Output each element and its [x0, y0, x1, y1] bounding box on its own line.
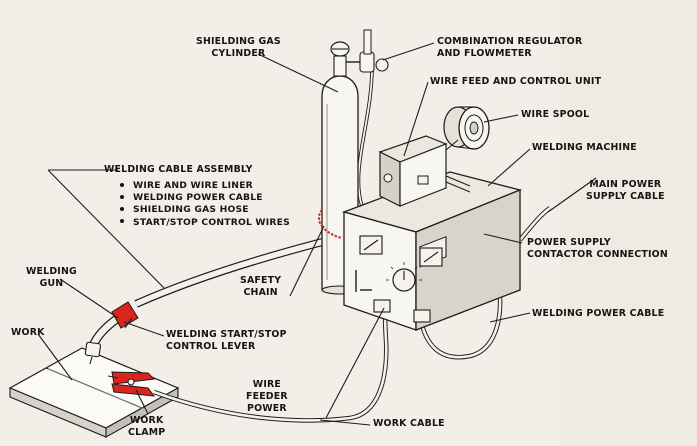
label-welding-machine: WELDING MACHINE: [532, 142, 637, 153]
cable-assembly-item: SHIELDING GAS HOSE: [120, 204, 290, 216]
label-main-power-supply-cable: MAIN POWER SUPPLY CABLE: [586, 179, 665, 202]
wire-feed-unit: [378, 135, 471, 207]
wire-spool: [443, 106, 490, 151]
label-safety-chain: SAFETY CHAIN: [240, 275, 282, 298]
leader-lines: [37, 42, 597, 426]
work-plates: [8, 347, 180, 438]
welding-machine: [341, 171, 523, 331]
label-shielding-gas-cylinder: SHIELDING GAS CYLINDER: [196, 36, 281, 59]
label-work-clamp: WORK CLAMP: [128, 415, 166, 438]
label-work: WORK: [11, 327, 45, 338]
label-welding-start-stop-lever: WELDING START/STOP CONTROL LEVER: [166, 329, 287, 352]
label-combination-regulator: COMBINATION REGULATOR AND FLOWMETER: [437, 36, 583, 59]
label-wire-spool: WIRE SPOOL: [521, 109, 590, 120]
label-power-supply-contactor: POWER SUPPLY CONTACTOR CONNECTION: [527, 237, 668, 260]
regulator-flowmeter: [346, 29, 389, 73]
cable-assembly-list: WIRE AND WIRE LINER WELDING POWER CABLE …: [120, 180, 290, 229]
label-welding-gun: WELDING GUN: [26, 266, 77, 289]
label-welding-power-cable: WELDING POWER CABLE: [532, 308, 665, 319]
work-clamp: [107, 371, 156, 397]
cable-assembly-item: WELDING POWER CABLE: [120, 192, 290, 204]
cable-assembly-item: START/STOP CONTROL WIRES: [120, 217, 290, 229]
label-wire-feeder-power: WIRE FEEDER POWER: [246, 379, 288, 414]
cable-assembly-item: WIRE AND WIRE LINER: [120, 180, 290, 192]
label-work-cable: WORK CABLE: [373, 418, 445, 429]
welding-gun: [84, 301, 139, 365]
label-wire-feed-control-unit: WIRE FEED AND CONTROL UNIT: [430, 76, 602, 87]
label-welding-cable-assembly: WELDING CABLE ASSEMBLY: [104, 164, 253, 175]
